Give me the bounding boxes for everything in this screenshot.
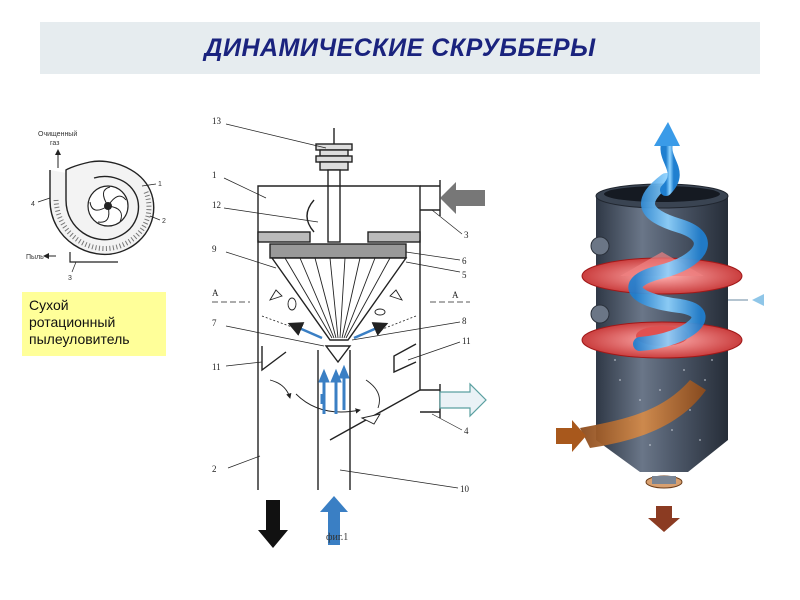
label-11-left: 11: [212, 362, 221, 372]
scrubber-3d-illustration: [556, 122, 764, 532]
caption-line-1: Сухой: [29, 297, 69, 313]
liquid-inlet-arrow: [320, 496, 348, 545]
gas-flow-blue-arrows: [287, 322, 389, 414]
central-pipe: [317, 350, 351, 490]
label-11-right: 11: [462, 336, 471, 346]
label-4: 4: [464, 426, 469, 436]
nozzle-lower: [590, 304, 610, 324]
part-4-label: 4: [31, 201, 35, 208]
title-banner: ДИНАМИЧЕСКИЕ СКРУББЕРЫ: [40, 22, 760, 74]
ring-plate-right: [367, 231, 421, 243]
gas-spiral-flow: [628, 173, 708, 351]
dust-outlet: [69, 252, 118, 263]
caption-line-3: пылеуловитель: [29, 331, 130, 347]
impeller-hub: [104, 202, 112, 210]
label-8: 8: [462, 316, 467, 326]
part-1-label: 1: [158, 181, 162, 188]
dust-discharge-arrow: [258, 500, 288, 548]
gas-outlet-pipe: [420, 384, 441, 418]
figure-caption: фиг.1: [326, 532, 348, 543]
caption-line-2: ротационный: [29, 314, 116, 330]
part-2-label: 2: [162, 218, 166, 225]
label-5: 5: [462, 270, 467, 280]
ring-plate-left: [257, 231, 311, 243]
deflector-left: [261, 346, 287, 372]
gas-inlet-pipe: [420, 180, 441, 216]
drive-pulley: [315, 128, 353, 171]
label-3: 3: [464, 230, 469, 240]
clean-gas-label-1: Очищенный: [38, 130, 77, 138]
internal-flow-arrows: [268, 289, 404, 425]
rotor-cone: [270, 257, 408, 341]
shaft: [327, 169, 341, 243]
label-1: 1: [212, 170, 217, 180]
label-9: 9: [212, 244, 217, 254]
label-6: 6: [462, 256, 467, 266]
sludge-discharge-arrow: [648, 506, 680, 532]
dust-laden-gas-flow: [580, 380, 706, 448]
label-2: 2: [212, 464, 217, 474]
rotor-disk: [269, 243, 407, 259]
dust-layer: [53, 191, 152, 252]
scrubber-technical-drawing: [212, 128, 470, 490]
cone-blades: [284, 257, 391, 339]
leader-lines: [223, 123, 463, 489]
page-title: ДИНАМИЧЕСКИЕ СКРУББЕРЫ: [204, 33, 596, 62]
gas-exit-arrow: [654, 122, 680, 146]
gas-outlet-arrow: [439, 382, 487, 418]
rotary-collector-diagram: Очищенный газ Пыль 1 2 3 4: [26, 130, 166, 282]
deflector-right: [393, 343, 417, 374]
dirty-gas-inlet-arrow: [556, 420, 586, 452]
clean-gas-label-2: газ: [50, 140, 59, 147]
label-12: 12: [212, 200, 221, 210]
liquid-inlet-arrow-3d: [752, 294, 764, 306]
label-13: 13: [212, 116, 222, 126]
label-section-a-right: A: [452, 290, 459, 300]
label-section-a-left: A: [212, 288, 219, 298]
dust-label: Пыль: [26, 254, 44, 261]
label-10: 10: [460, 484, 470, 494]
part-3-label: 3: [68, 275, 72, 282]
nozzle-upper: [590, 236, 610, 256]
gas-inlet-arrow: [440, 182, 485, 214]
label-7: 7: [212, 318, 217, 328]
caption-box: Сухой ротационный пылеуловитель: [22, 292, 166, 356]
